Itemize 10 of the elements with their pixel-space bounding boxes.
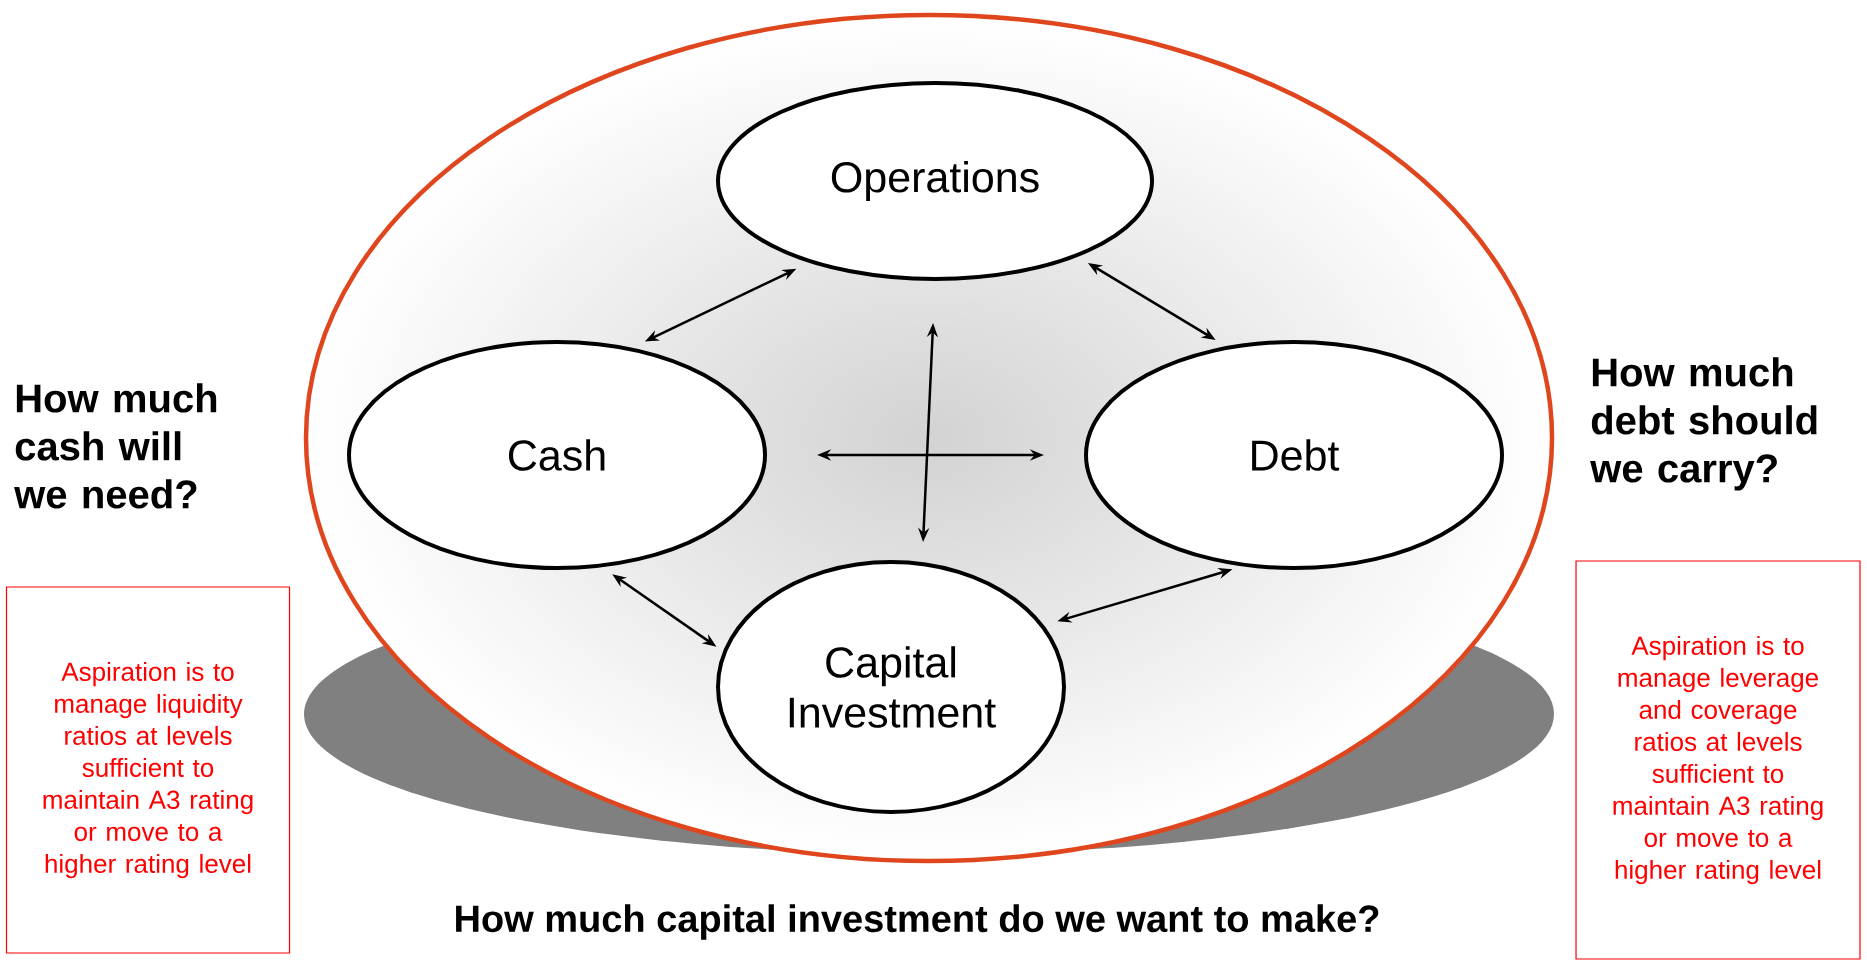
- note-box: Aspiration is to manage liquidity ratios at levels sufficient to maintain A3 rating or move to a higher rating level: [5, 586, 291, 954]
- note-box: Aspiration is to manage leverage and coverage ratios at levels sufficient to maintain A3 rating or move to a higher rating level: [1575, 560, 1861, 960]
- ellipse-node: Operations: [716, 81, 1154, 281]
- question-text: How much cash will we need?: [14, 383, 217, 509]
- ellipse-node: Capital Investment: [716, 560, 1066, 814]
- outer-ellipse: [303, 12, 1555, 864]
- ellipse-node: Cash: [347, 340, 767, 570]
- ellipse-node: Debt: [1084, 340, 1504, 570]
- question-text: How much debt should we carry?: [1590, 357, 1817, 491]
- question-text: How much capital investment do we want to make?: [456, 904, 1379, 940]
